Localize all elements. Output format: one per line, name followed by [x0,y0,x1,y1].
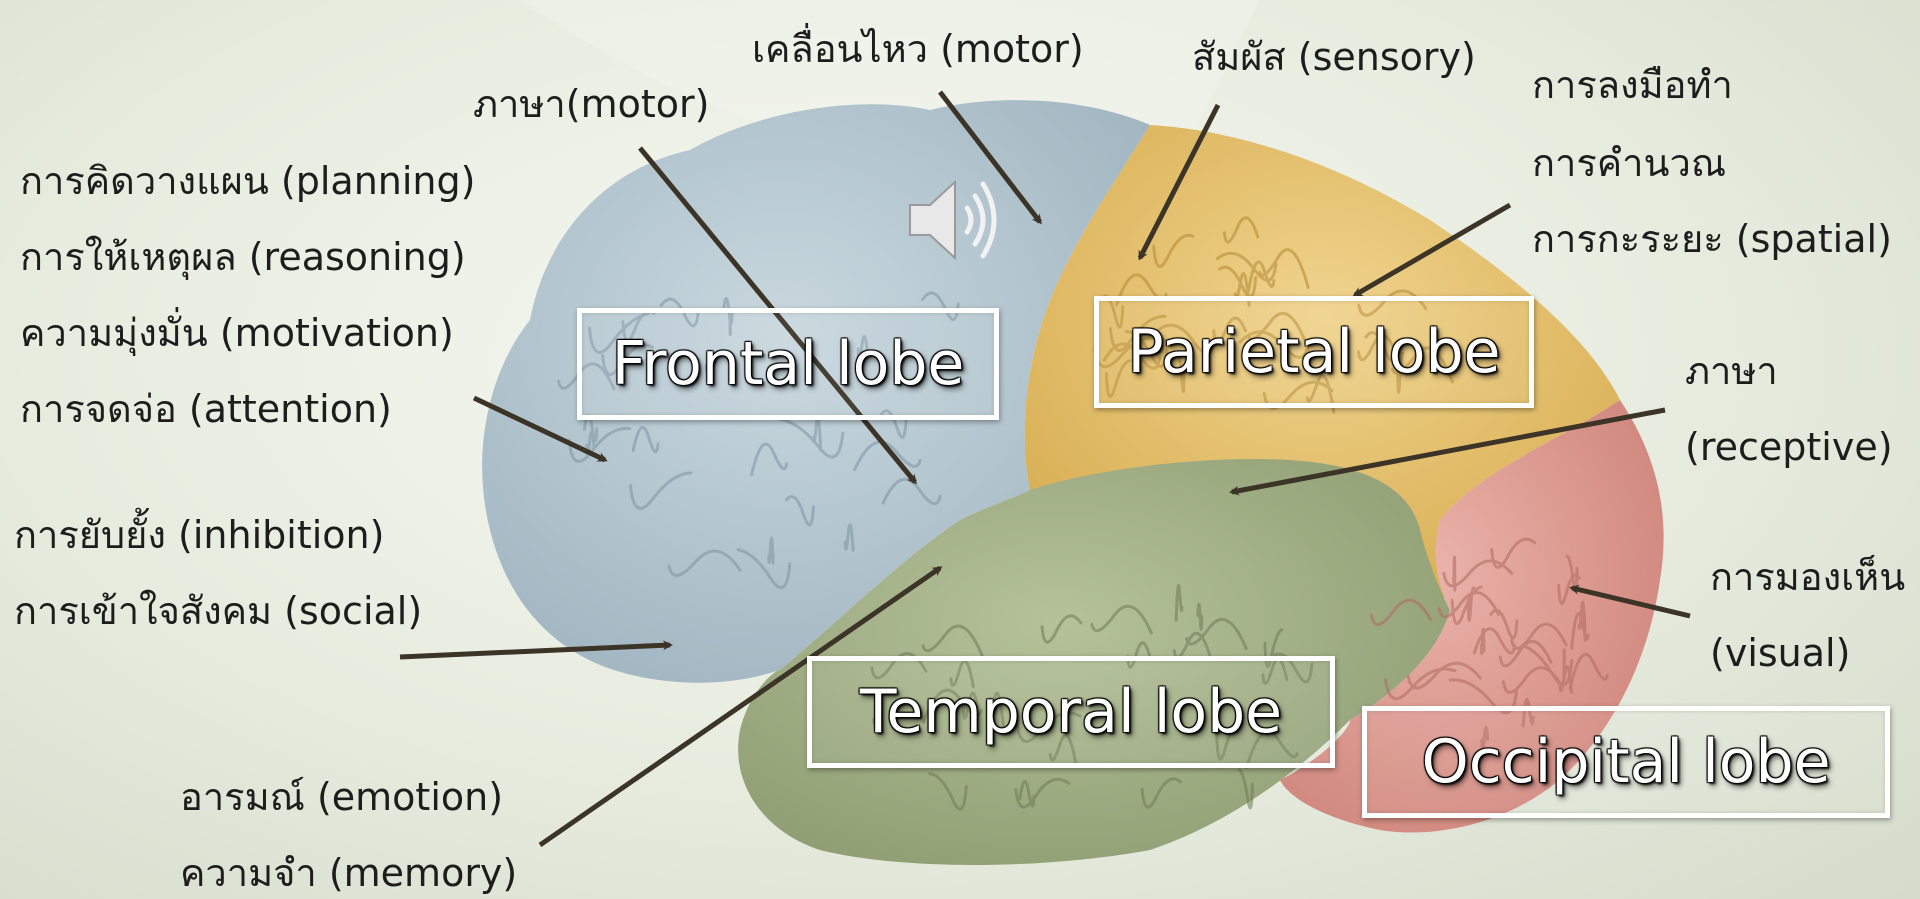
label-language-receptive-1: ภาษา [1685,352,1778,390]
frontal-lobe-label: Frontal lobe [612,329,965,399]
label-inhibition: การยับยั้ง (inhibition) [14,516,384,554]
label-spatial: การกะระยะ (spatial) [1532,220,1892,258]
parietal-lobe-box: Parietal lobe [1094,296,1534,408]
label-motor: เคลื่อนไหว (motor) [752,30,1084,68]
label-sensory: สัมผัส (sensory) [1192,38,1476,76]
label-motivation: ความมุ่งมั่น (motivation) [20,314,454,352]
label-calculation: การคำนวณ [1532,144,1726,182]
parietal-lobe-label: Parietal lobe [1128,317,1501,387]
speaker-icon[interactable] [905,170,1005,270]
label-planning: การคิดวางแผน (planning) [20,162,475,200]
temporal-lobe-label: Temporal lobe [860,677,1282,747]
label-attention: การจดจ่อ (attention) [20,390,392,428]
label-memory: ความจำ (memory) [180,854,517,892]
label-visual-1: การมองเห็น [1710,558,1905,596]
label-emotion: อารมณ์ (emotion) [180,778,503,816]
label-reasoning: การให้เหตุผล (reasoning) [20,238,466,276]
occipital-lobe-box: Occipital lobe [1362,706,1890,818]
label-handwork: การลงมือทำ [1532,66,1733,104]
gyrus-line [769,538,773,563]
label-language-motor: ภาษา(motor) [473,85,709,123]
label-visual-2: (visual) [1710,634,1850,672]
occipital-lobe-label: Occipital lobe [1421,727,1830,797]
label-social: การเข้าใจสังคม (social) [14,592,422,630]
temporal-lobe-box: Temporal lobe [807,656,1335,768]
label-language-receptive-2: (receptive) [1685,428,1893,466]
frontal-lobe-box: Frontal lobe [577,308,999,420]
